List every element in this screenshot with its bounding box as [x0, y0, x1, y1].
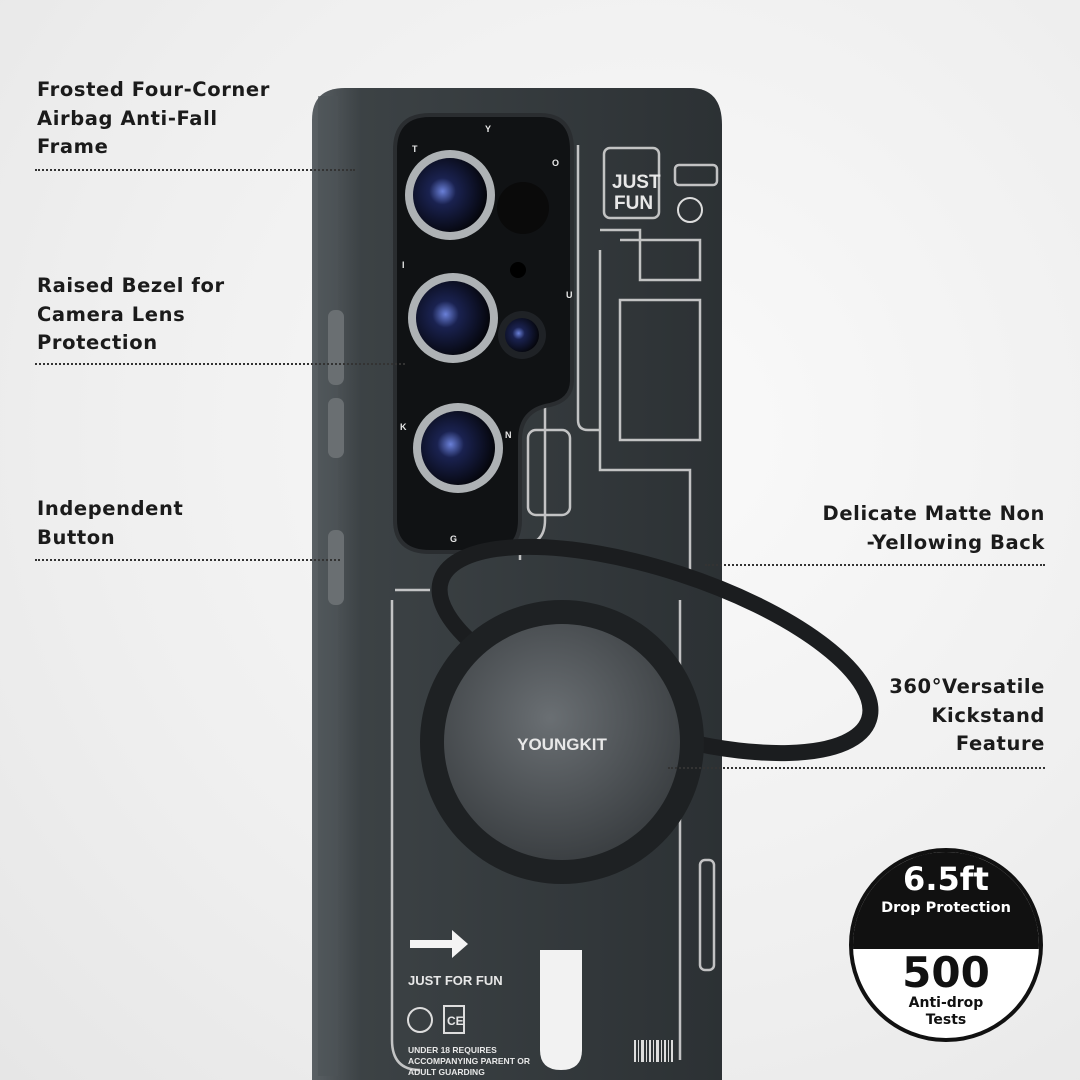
label-line: -Yellowing Back	[866, 530, 1045, 554]
label-line: Airbag Anti-Fall	[37, 106, 218, 130]
lens-2	[416, 281, 490, 355]
bezel-letter: T	[412, 144, 418, 154]
lens-1	[413, 158, 487, 232]
arrow-icon	[410, 930, 468, 958]
label-line: Independent	[37, 497, 184, 520]
flash-sensor	[497, 182, 549, 234]
label-line: Protection	[37, 331, 158, 354]
camera-lenses	[405, 150, 549, 493]
label-line: Raised Bezel for	[37, 274, 225, 297]
label-line: Delicate Matte Non	[822, 502, 1045, 525]
warning-line: UNDER 18 REQUIRES	[408, 1045, 497, 1055]
leader-line	[705, 564, 1045, 566]
bezel-letter: N	[505, 430, 512, 440]
test-label: Anti-drop	[908, 994, 984, 1011]
label-line: Kickstand	[931, 703, 1045, 727]
feature-bezel: Raised Bezel for Camera Lens Protection	[37, 272, 225, 358]
bezel-letter: G	[450, 534, 457, 544]
label-line: Feature	[955, 732, 1045, 755]
feature-kickstand: 360°Versatile Kickstand Feature	[889, 673, 1045, 759]
label-line: Button	[37, 525, 116, 549]
lens-3	[505, 318, 539, 352]
bezel-letter: Y	[485, 124, 491, 134]
bezel-letter: O	[552, 158, 559, 168]
drop-height: 6.5ft	[903, 860, 989, 898]
volume-button-2	[328, 398, 344, 458]
leader-line	[35, 169, 355, 171]
test-count: 500	[902, 947, 990, 997]
brand-logo: YOUNGKIT	[517, 735, 607, 754]
label-line: Frame	[37, 135, 109, 158]
leader-line	[35, 559, 340, 561]
bezel-letter: I	[402, 260, 405, 270]
volume-button	[328, 310, 344, 385]
leader-line	[35, 363, 405, 365]
label-line: Camera Lens	[37, 302, 186, 326]
leader-line	[668, 767, 1045, 769]
drop-height-label: Drop Protection	[881, 900, 1011, 916]
globe-icon	[677, 197, 703, 223]
magsafe-puck	[444, 624, 680, 860]
drop-protection-badge: 6.5ft Drop Protection 500 Anti-drop Test…	[849, 848, 1043, 1042]
power-button	[328, 530, 344, 605]
tagline: JUST FOR FUN	[408, 973, 503, 988]
ce-mark: CE	[447, 1014, 464, 1028]
just-fun-logo-1: JUST	[612, 172, 661, 193]
test-label: Tests	[925, 1011, 967, 1028]
feature-matte-back: Delicate Matte Non -Yellowing Back	[823, 500, 1045, 557]
just-fun-logo-2: FUN	[614, 193, 653, 214]
feature-button: Independent Button	[37, 495, 183, 552]
warning-line: ACCOMPANYING PARENT OR	[408, 1056, 530, 1066]
kickstand-tab	[540, 950, 582, 1070]
label-line: 360°Versatile	[889, 675, 1045, 698]
bezel-letter: K	[400, 422, 407, 432]
lens-4	[421, 411, 495, 485]
circuit-print	[390, 145, 719, 1072]
barcode	[634, 1040, 673, 1062]
bezel-letter: U	[566, 290, 573, 300]
warning-line: ADULT GUARDING	[408, 1067, 485, 1077]
label-line: Frosted Four-Corner	[37, 78, 270, 101]
airplane-icon	[407, 1007, 433, 1033]
feature-frame: Frosted Four-Corner Airbag Anti-Fall Fra…	[37, 76, 270, 162]
